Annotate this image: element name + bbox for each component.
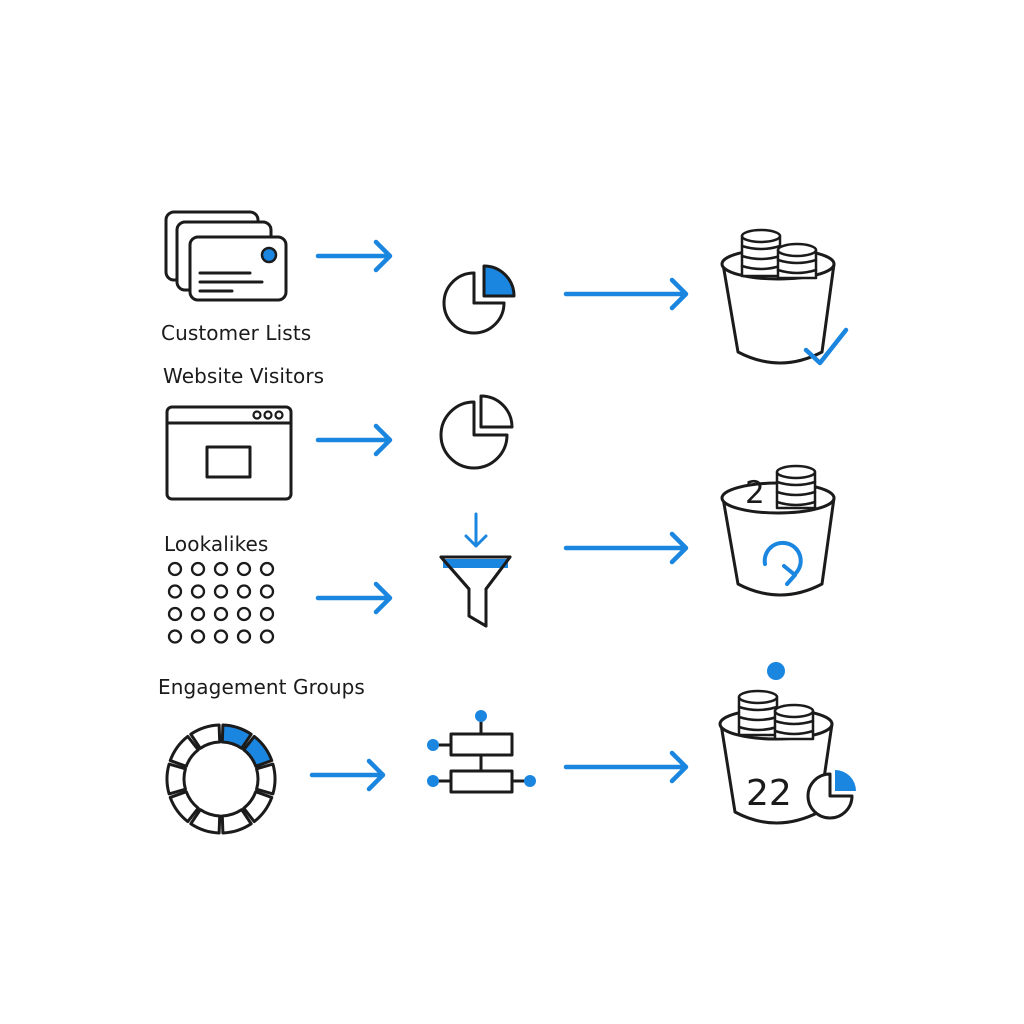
grid-dot bbox=[167, 629, 183, 644]
grid-dot bbox=[167, 584, 183, 599]
grid-dot bbox=[167, 606, 183, 622]
arrow-icon bbox=[315, 423, 393, 457]
ring-segment bbox=[255, 762, 277, 796]
arrow-icon bbox=[309, 758, 386, 792]
grid-dot bbox=[213, 561, 229, 577]
arrow-icon bbox=[315, 239, 393, 273]
coin-bucket-refresh-icon: 2 bbox=[720, 464, 836, 597]
grid-dot bbox=[190, 561, 206, 577]
card-stack-icon bbox=[164, 210, 288, 302]
ring-segment bbox=[165, 762, 187, 796]
grid-dot bbox=[236, 606, 252, 622]
coin-bucket-check-icon bbox=[720, 228, 849, 366]
bucket-number: 22 bbox=[746, 773, 792, 814]
ring-segment bbox=[242, 790, 274, 824]
arrow-icon bbox=[315, 581, 393, 615]
grid-dot bbox=[259, 561, 275, 577]
label-customer-lists: Customer Lists bbox=[161, 321, 312, 345]
arrow-icon bbox=[563, 277, 689, 311]
arrow-icon bbox=[563, 531, 689, 565]
ring-segment bbox=[168, 790, 200, 824]
grid-dot bbox=[190, 629, 206, 644]
grid-dot bbox=[167, 561, 183, 577]
bucket-number: 2 bbox=[745, 475, 765, 511]
grid-dot bbox=[259, 606, 275, 622]
grid-dot bbox=[236, 584, 252, 599]
refresh-icon bbox=[762, 540, 803, 576]
pie-chart-icon bbox=[439, 394, 514, 470]
label-lookalikes: Lookalikes bbox=[164, 532, 269, 556]
ring-segment bbox=[189, 723, 222, 750]
grid-dot bbox=[213, 629, 229, 644]
label-website-visitors: Website Visitors bbox=[163, 364, 325, 388]
grid-dot bbox=[236, 629, 252, 644]
ring-segment bbox=[242, 734, 274, 768]
grid-dot bbox=[190, 584, 206, 599]
flow-chart-icon bbox=[427, 710, 536, 794]
ring-segment bbox=[220, 808, 253, 835]
coin-bucket-pie-icon: 22 bbox=[718, 662, 856, 825]
segmented-ring-icon bbox=[165, 723, 277, 835]
grid-dot bbox=[190, 606, 206, 622]
label-engagement-groups: Engagement Groups bbox=[158, 675, 365, 699]
grid-dot bbox=[213, 584, 229, 599]
arrow-icon bbox=[563, 750, 689, 784]
pie-chart-icon bbox=[442, 264, 516, 335]
browser-window-icon bbox=[165, 405, 293, 501]
grid-dot bbox=[236, 561, 252, 577]
grid-dot bbox=[213, 606, 229, 622]
ring-segment bbox=[220, 723, 253, 750]
checkmark-icon bbox=[803, 327, 849, 366]
ring-segment bbox=[189, 808, 222, 835]
dot-grid-icon bbox=[167, 561, 275, 644]
dot-icon bbox=[767, 662, 785, 680]
funnel-icon bbox=[439, 512, 512, 628]
grid-dot bbox=[259, 584, 275, 599]
ring-segment bbox=[168, 734, 200, 768]
grid-dot bbox=[259, 629, 275, 644]
